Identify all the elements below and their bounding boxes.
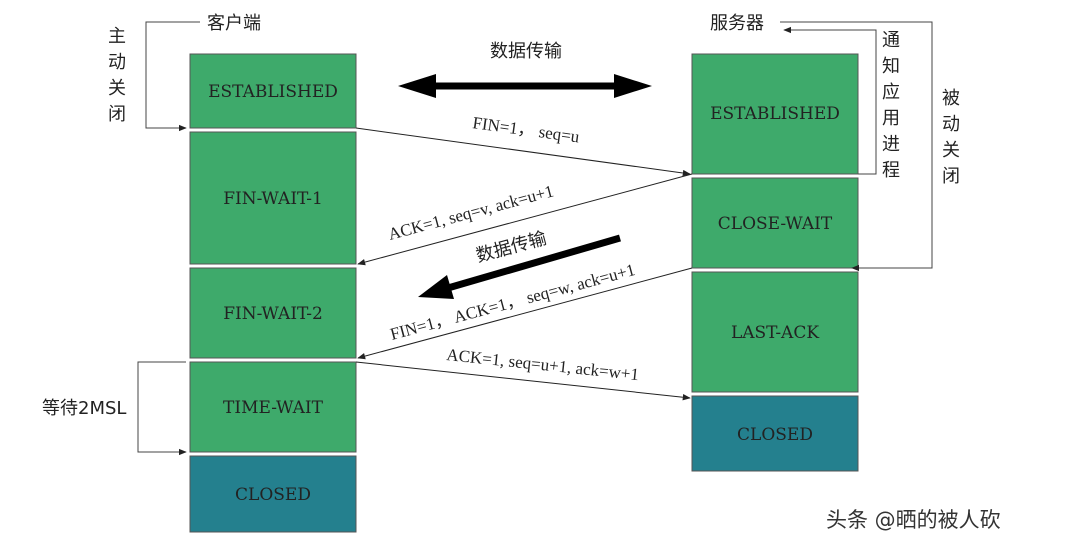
server-state-closed-label: CLOSED	[737, 425, 813, 445]
data-transfer-top-label: 数据传输	[490, 41, 562, 62]
passive-close-bracket	[780, 21, 933, 272]
watermark: 头条 @晒的被人砍	[826, 508, 1001, 532]
server-state-last-ack-box	[691, 271, 859, 393]
server-state-established-label: ESTABLISHED	[710, 104, 840, 124]
wait-2msl-label: 等待2MSL	[42, 398, 126, 419]
client-header: 客户端	[207, 13, 261, 34]
passive-close-char-4: 闭	[942, 166, 960, 187]
passive-close-char-1: 被	[942, 88, 960, 109]
server-state-last-ack-label: LAST-ACK	[731, 323, 819, 343]
client-state-fin-wait-1-label: FIN-WAIT-1	[223, 189, 323, 209]
message-1-label: FIN=1， seq=u	[471, 113, 581, 146]
client-state-column: ESTABLISHED FIN-WAIT-1 FIN-WAIT-2 TIME-W…	[189, 53, 357, 533]
active-close-label: 主 动 关 闭	[108, 26, 126, 125]
notify-app-char-1: 通	[882, 30, 900, 51]
client-state-time-wait-box	[189, 361, 357, 453]
client-state-closed-box	[189, 455, 357, 533]
server-state-closed-box	[691, 395, 859, 472]
client-state-fin-wait-1-box	[189, 131, 357, 265]
server-state-established-box	[691, 53, 859, 175]
client-state-established-label: ESTABLISHED	[208, 82, 338, 102]
notify-app-label: 通 知 应 用 进 程	[882, 30, 900, 181]
client-state-established-box	[189, 53, 357, 129]
message-4-arrow	[355, 361, 691, 401]
notify-app-char-3: 应	[882, 82, 900, 103]
notify-app-bracket	[783, 26, 877, 175]
message-3-arrow	[357, 267, 693, 360]
passive-close-char-3: 关	[942, 140, 960, 161]
active-close-char-4: 闭	[108, 104, 126, 125]
client-state-time-wait-label: TIME-WAIT	[223, 398, 324, 418]
notify-app-char-4: 用	[882, 108, 900, 129]
passive-close-label: 被 动 关 闭	[942, 88, 960, 187]
notify-app-char-2: 知	[882, 56, 900, 77]
active-close-char-3: 关	[108, 78, 126, 99]
active-close-char-1: 主	[108, 26, 126, 47]
active-close-bracket	[145, 21, 200, 132]
client-state-closed-label: CLOSED	[235, 485, 311, 505]
message-2-arrow	[357, 173, 693, 266]
server-header: 服务器	[710, 13, 764, 34]
server-state-close-wait-label: CLOSE-WAIT	[718, 214, 833, 234]
data-transfer-top-double-arrow	[398, 74, 652, 98]
message-4-label: ACK=1, seq=u+1, ack=w+1	[446, 345, 640, 384]
client-state-fin-wait-2-box	[189, 267, 357, 359]
active-close-char-2: 动	[108, 52, 126, 73]
wait-2msl-bracket	[137, 361, 187, 456]
passive-close-char-2: 动	[942, 114, 960, 135]
notify-app-char-6: 程	[882, 160, 900, 181]
data-transfer-mid-arrow	[418, 234, 621, 299]
server-state-close-wait-box	[691, 177, 859, 269]
notify-app-char-5: 进	[882, 134, 900, 155]
message-1-arrow	[355, 127, 691, 177]
client-state-fin-wait-2-label: FIN-WAIT-2	[223, 304, 323, 324]
server-state-column: ESTABLISHED CLOSE-WAIT LAST-ACK CLOSED	[691, 53, 859, 472]
